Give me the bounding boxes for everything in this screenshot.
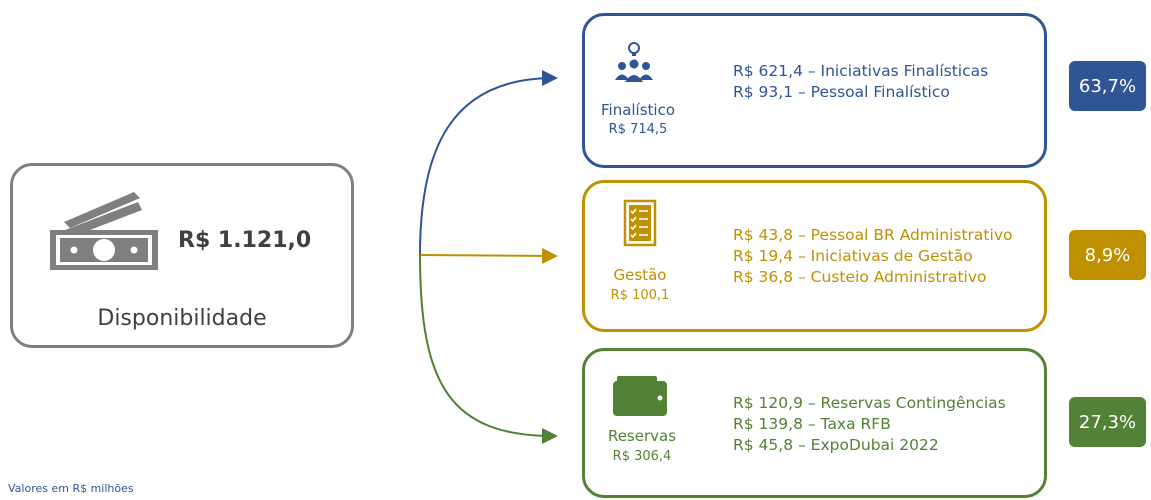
list-item: R$ 43,8 – Pessoal BR Administrativo — [733, 226, 1013, 244]
percentage-badge-finalistico: 63,7% — [1069, 61, 1146, 111]
list-item: R$ 36,8 – Custeio Administrativo — [733, 268, 987, 286]
source-label: Disponibilidade — [97, 306, 267, 331]
category-amount-finalistico: R$ 714,5 — [608, 122, 668, 137]
category-name-finalistico: Finalístico — [600, 101, 676, 119]
list-item: R$ 93,1 – Pessoal Finalístico — [733, 83, 950, 101]
arrow-to-finalistico — [419, 70, 558, 256]
percentage-badge-reservas: 27,3% — [1069, 397, 1146, 447]
arrow-to-gestao — [419, 247, 558, 264]
percentage-badge-gestao: 8,9% — [1069, 230, 1146, 280]
arrow-to-reservas — [419, 254, 558, 444]
money-bills-icon — [50, 192, 158, 270]
category-name-gestao: Gestão — [613, 266, 667, 284]
list-item: R$ 139,8 – Taxa RFB — [733, 415, 891, 433]
category-box-finalistico — [582, 13, 1047, 168]
wallet-icon — [613, 376, 667, 416]
footnote: Valores em R$ milhões — [8, 482, 134, 495]
list-item: R$ 120,9 – Reservas Contingências — [733, 394, 1006, 412]
list-item: R$ 45,8 – ExpoDubai 2022 — [733, 436, 939, 454]
category-items-finalistico: R$ 621,4 – Iniciativas Finalísticas R$ 9… — [733, 61, 988, 103]
people-idea-icon — [615, 42, 653, 82]
checklist-icon — [623, 199, 657, 247]
category-items-reservas: R$ 120,9 – Reservas Contingências R$ 139… — [733, 393, 1006, 456]
category-name-reservas: Reservas — [607, 427, 677, 445]
list-item: R$ 19,4 – Iniciativas de Gestão — [733, 247, 973, 265]
list-item: R$ 621,4 – Iniciativas Finalísticas — [733, 62, 989, 80]
source-box — [10, 163, 354, 348]
category-amount-gestao: R$ 100,1 — [610, 288, 670, 303]
category-box-reservas — [582, 348, 1047, 498]
category-box-gestao — [582, 180, 1047, 332]
category-items-gestao: R$ 43,8 – Pessoal BR Administrativo R$ 1… — [733, 225, 1012, 288]
category-amount-reservas: R$ 306,4 — [612, 449, 672, 464]
source-total: R$ 1.121,0 — [178, 228, 312, 253]
